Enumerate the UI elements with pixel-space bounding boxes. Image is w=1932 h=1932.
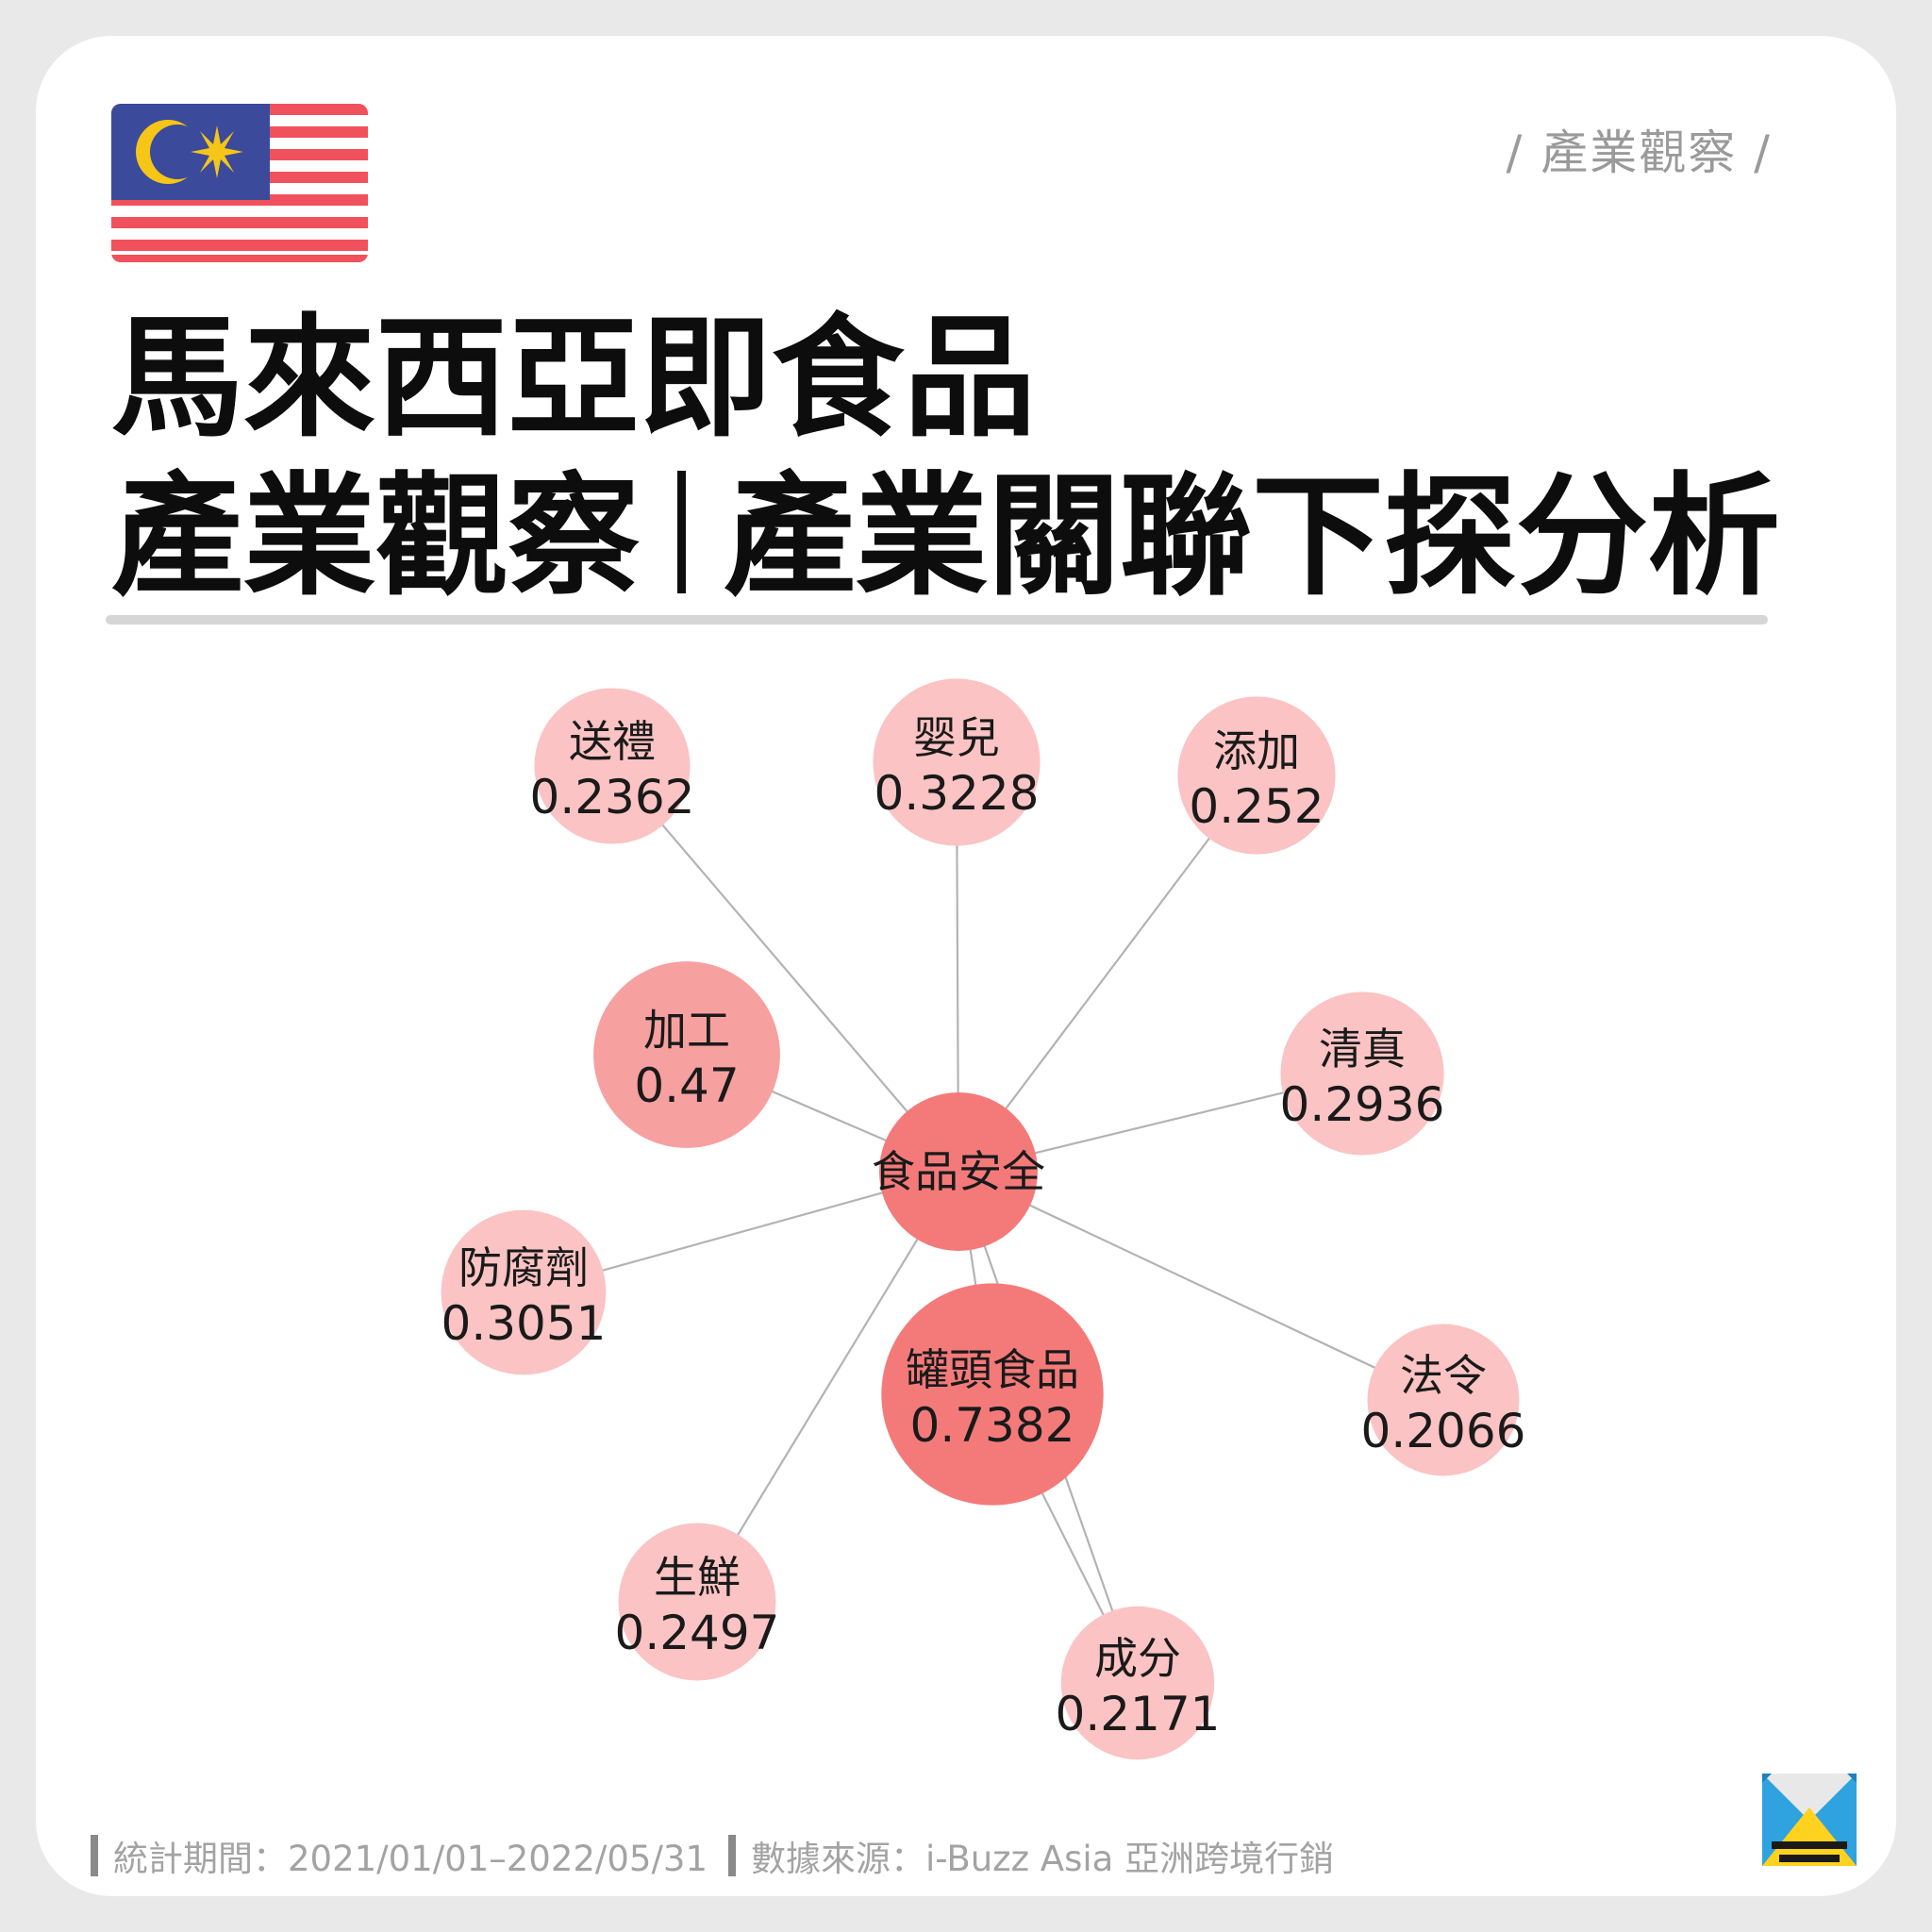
title-part-a: 產業觀察 xyxy=(111,460,641,614)
keyword-node-label: 成分 xyxy=(1094,1633,1181,1684)
keyword-node-circle xyxy=(881,1283,1104,1506)
brand-logo-icon xyxy=(1762,1774,1857,1866)
keyword-node: 法令0.2066 xyxy=(1361,1324,1526,1476)
keyword-node-circle xyxy=(441,1209,607,1375)
keyword-node-label: 防腐劑 xyxy=(458,1242,589,1293)
keyword-node: 送禮0.2362 xyxy=(530,688,695,844)
keyword-node-label: 添加 xyxy=(1213,725,1300,776)
keyword-node-value: 0.47 xyxy=(634,1058,739,1113)
title-divider xyxy=(106,615,1768,625)
keyword-node-circle xyxy=(1280,991,1444,1156)
card-background xyxy=(36,36,1896,1896)
keyword-node-circle xyxy=(1060,1606,1215,1760)
footer: 統計期間：2021/01/01–2022/05/31 數據來源：i-Buzz A… xyxy=(91,1832,1334,1879)
keyword-node-value: 0.3228 xyxy=(874,766,1040,821)
edge-line xyxy=(958,1171,1444,1401)
keyword-node-circle xyxy=(1367,1324,1520,1476)
keyword-node-value: 0.2171 xyxy=(1056,1687,1221,1741)
keyword-node-circle xyxy=(873,678,1041,846)
keyword-node-circle xyxy=(593,961,780,1148)
keyword-node-value: 0.2936 xyxy=(1280,1077,1445,1132)
title-line-1: 馬來西亞即食品 xyxy=(111,302,1037,456)
edge-line xyxy=(696,1171,959,1603)
keyword-node-label: 婴兒 xyxy=(913,712,1000,763)
keyword-node-value: 0.2066 xyxy=(1361,1404,1526,1458)
keyword-node-circle xyxy=(618,1523,776,1681)
keyword-node-value: 0.252 xyxy=(1189,779,1324,834)
keyword-node-circle xyxy=(1177,696,1336,855)
title-part-b: 產業關聯下探分析 xyxy=(724,460,1781,614)
center-node-label: 食品安全 xyxy=(872,1146,1045,1197)
keyword-node: 添加0.252 xyxy=(1177,696,1336,855)
title-line-2: 產業觀察產業關聯下探分析 xyxy=(111,458,1809,617)
section-tag: / 產業觀察 / xyxy=(1506,125,1772,180)
keyword-node: 生鮮0.2497 xyxy=(615,1523,780,1681)
keyword-node-value: 0.2497 xyxy=(615,1606,780,1660)
keyword-node-label: 送禮 xyxy=(569,716,656,767)
keyword-node-label: 生鮮 xyxy=(654,1552,741,1603)
keyword-node-value: 0.3051 xyxy=(441,1296,607,1351)
keyword-node: 加工0.47 xyxy=(593,961,780,1148)
malaysia-flag-icon xyxy=(111,104,368,262)
edge-line xyxy=(958,774,1257,1173)
edge-line xyxy=(611,765,959,1173)
keyword-node-value: 0.7382 xyxy=(910,1398,1075,1453)
keyword-node-label: 罐頭食品 xyxy=(906,1344,1079,1395)
page-title: 馬來西亞即食品 產業觀察產業關聯下探分析 xyxy=(111,300,1809,617)
title-separator xyxy=(677,471,687,593)
keyword-node-label: 法令 xyxy=(1400,1350,1487,1401)
center-node-circle xyxy=(879,1092,1038,1251)
keyword-node-label: 加工 xyxy=(643,1005,730,1056)
keyword-node: 成分0.2171 xyxy=(1056,1606,1221,1760)
footer-bar xyxy=(91,1835,98,1876)
keyword-node-label: 清真 xyxy=(1319,1024,1406,1074)
footer-source: 數據來源：i-Buzz Asia 亞洲跨境行銷 xyxy=(751,1839,1335,1879)
keyword-node: 婴兒0.3228 xyxy=(873,678,1041,846)
keyword-node-circle xyxy=(534,688,691,844)
footer-period: 統計期間：2021/01/01–2022/05/31 xyxy=(113,1839,708,1879)
keyword-node: 清真0.2936 xyxy=(1280,991,1445,1156)
keyword-node-value: 0.2362 xyxy=(530,770,695,824)
center-node: 食品安全 xyxy=(872,1092,1045,1251)
footer-bar xyxy=(728,1835,737,1876)
